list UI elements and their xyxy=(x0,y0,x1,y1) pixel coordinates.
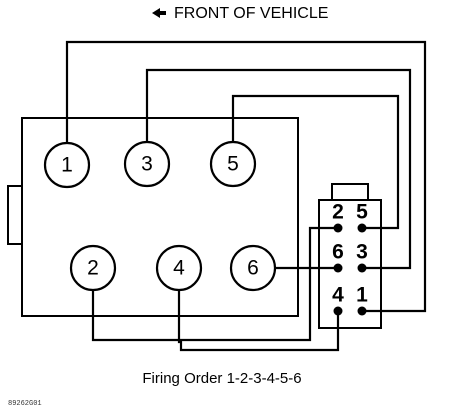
cylinder-5: 5 xyxy=(209,140,257,188)
terminal-4-post xyxy=(333,306,343,316)
left-arrow-icon xyxy=(152,8,166,18)
coil-pack-body xyxy=(318,199,382,329)
wire-cylinder-2 xyxy=(91,226,338,342)
wire-cylinder-3 xyxy=(145,68,412,270)
terminal-3-post xyxy=(357,263,367,273)
coil-pack xyxy=(318,183,382,329)
terminal-3-label: 3 xyxy=(356,241,368,264)
cylinder-6: 6 xyxy=(229,244,277,292)
terminal-4-label: 4 xyxy=(332,284,344,307)
cylinder-4: 4 xyxy=(155,244,203,292)
cylinder-2: 2 xyxy=(69,244,117,292)
cylinder-3-label: 3 xyxy=(141,153,153,176)
terminal-2-label: 2 xyxy=(332,201,344,224)
terminal-2-post xyxy=(333,223,343,233)
image-code: 89262G01 xyxy=(8,400,42,408)
cylinder-1-label: 1 xyxy=(61,154,73,177)
engine-side-tab xyxy=(7,185,23,245)
engine-block xyxy=(7,117,299,317)
coil-pack-terminals: 2 5 6 3 4 1 xyxy=(332,201,368,316)
terminal-6-post xyxy=(333,263,343,273)
cylinder-1: 1 xyxy=(43,141,91,189)
front-of-vehicle-indicator: FRONT OF VEHICLE xyxy=(152,5,328,22)
terminal-1-post xyxy=(357,306,367,316)
cylinder-2-label: 2 xyxy=(87,257,99,280)
plug-wires xyxy=(65,40,427,352)
cylinder-6-label: 6 xyxy=(247,257,259,280)
front-of-vehicle-label: FRONT OF VEHICLE xyxy=(174,5,328,22)
terminal-5-label: 5 xyxy=(356,201,368,224)
cylinder-4-label: 4 xyxy=(173,257,185,280)
terminal-5-post xyxy=(357,223,367,233)
cylinders: 1 3 5 2 4 6 xyxy=(43,140,277,292)
terminal-1-label: 1 xyxy=(356,284,368,307)
wire-cylinder-4 xyxy=(177,285,340,352)
wire-cylinder-5 xyxy=(231,94,400,230)
wire-cylinder-1 xyxy=(65,40,427,313)
terminal-6-label: 6 xyxy=(332,241,344,264)
firing-order-caption: Firing Order 1-2-3-4-5-6 xyxy=(142,370,301,387)
cylinder-3: 3 xyxy=(123,140,171,188)
coil-pack-connector xyxy=(331,183,369,201)
cylinder-5-label: 5 xyxy=(227,153,239,176)
